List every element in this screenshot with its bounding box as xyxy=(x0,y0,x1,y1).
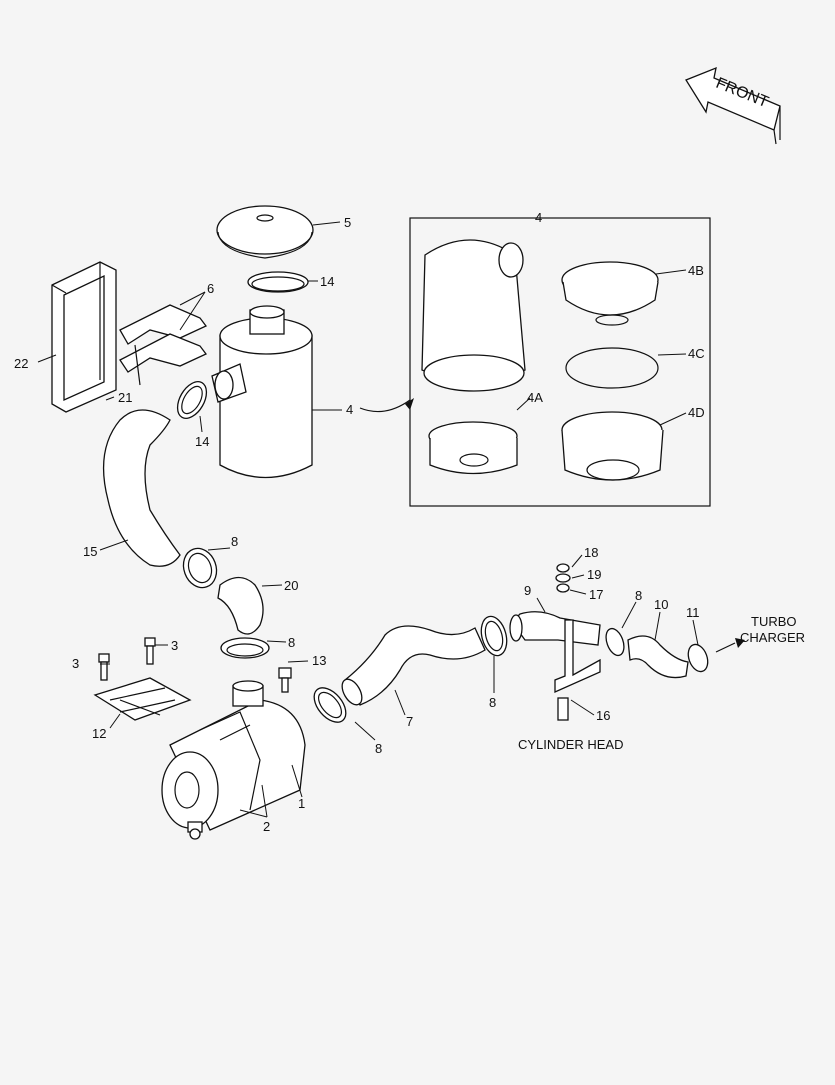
part-22-bracket xyxy=(51,261,117,413)
turbo-arrow xyxy=(715,638,745,653)
callout-14-top: 14 xyxy=(320,274,334,289)
callout-8-b: 8 xyxy=(288,635,295,650)
turbo-label-line2: CHARGER xyxy=(740,630,805,645)
part-8-clamp-d xyxy=(480,615,508,657)
callout-5: 5 xyxy=(344,215,351,230)
callout-18: 18 xyxy=(584,545,598,560)
front-direction-arrow: FRONT xyxy=(685,66,781,145)
callout-9: 9 xyxy=(524,583,531,598)
part-12-plate xyxy=(93,677,192,721)
part-1-precleaner xyxy=(161,680,306,840)
callout-4C: 4C xyxy=(688,346,705,361)
callout-4D: 4D xyxy=(688,405,705,420)
callout-8-e: 8 xyxy=(635,588,642,603)
callout-4-box: 4 xyxy=(535,210,542,225)
callout-17: 17 xyxy=(589,587,603,602)
part-8-clamp-e xyxy=(605,627,625,657)
part-8-clamp-c xyxy=(313,687,347,723)
part-3-bolt-a xyxy=(98,653,110,681)
callout-21: 21 xyxy=(118,390,132,405)
part-20-elbow xyxy=(217,576,264,635)
callout-22: 22 xyxy=(14,356,28,371)
part-15-hose xyxy=(102,409,181,567)
callout-20: 20 xyxy=(284,578,298,593)
callout-3-a: 3 xyxy=(72,656,79,671)
callout-3-b: 3 xyxy=(171,638,178,653)
part-10-hose xyxy=(627,635,689,679)
part-5-cap xyxy=(216,205,314,259)
part-6-clamps xyxy=(119,304,208,386)
part-13-fitting xyxy=(278,667,292,693)
callout-8-d: 8 xyxy=(489,695,496,710)
part-16-stud xyxy=(557,697,569,721)
callout-4A: 4A xyxy=(527,390,543,405)
callout-7: 7 xyxy=(406,714,413,729)
callout-8-c: 8 xyxy=(375,741,382,756)
turbo-label-line1: TURBO xyxy=(751,614,797,629)
part-7-hose xyxy=(341,625,486,706)
callout-2: 2 xyxy=(263,819,270,834)
part-14-clamp-side xyxy=(176,381,208,419)
part-9-pipe xyxy=(509,611,601,694)
callout-15: 15 xyxy=(83,544,97,559)
callout-10: 10 xyxy=(654,597,668,612)
part-8-clamp-b xyxy=(220,637,270,659)
part-11-clamp xyxy=(687,643,709,673)
callout-14-side: 14 xyxy=(195,434,209,449)
callout-12: 12 xyxy=(92,726,106,741)
callout-19: 19 xyxy=(587,567,601,582)
cylinder-head-label: CYLINDER HEAD xyxy=(518,737,623,752)
callout-6: 6 xyxy=(207,281,214,296)
part-14-clamp-top xyxy=(247,271,309,293)
callout-1: 1 xyxy=(298,796,305,811)
inset-box xyxy=(359,217,711,507)
parts-17-19-washers xyxy=(555,563,571,593)
callout-4: 4 xyxy=(346,402,353,417)
part-8-clamp-a xyxy=(182,547,218,589)
callout-13: 13 xyxy=(312,653,326,668)
part-4-air-cleaner xyxy=(211,305,313,479)
callout-4B: 4B xyxy=(688,263,704,278)
part-3-bolt-b xyxy=(144,637,156,665)
leader-lines xyxy=(37,221,699,818)
callout-16: 16 xyxy=(596,708,610,723)
callout-8-a: 8 xyxy=(231,534,238,549)
callout-11: 11 xyxy=(686,605,700,620)
